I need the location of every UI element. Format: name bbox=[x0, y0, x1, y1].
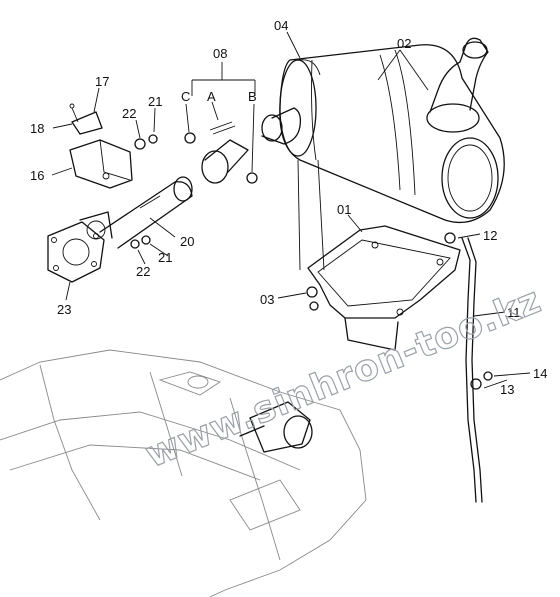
bolt-03 bbox=[306, 286, 319, 311]
excavator-body bbox=[0, 349, 367, 597]
callout-02: 02 bbox=[397, 36, 411, 51]
callout-b: B bbox=[248, 89, 257, 104]
u-bolt-clamp bbox=[184, 121, 258, 184]
callout-13: 13 bbox=[500, 382, 514, 397]
callout-23: 23 bbox=[57, 302, 71, 317]
exhaust-pipe bbox=[99, 176, 193, 249]
callout-21-top: 21 bbox=[148, 94, 162, 109]
callout-08: 08 bbox=[213, 46, 227, 61]
cap-piece bbox=[69, 103, 103, 135]
callout-04: 04 bbox=[274, 18, 288, 33]
callout-labels: 04 02 08 C A B 17 22 21 18 16 01 12 20 2… bbox=[30, 18, 547, 397]
callout-a: A bbox=[207, 89, 216, 104]
callout-21-bottom: 21 bbox=[158, 250, 172, 265]
callout-20: 20 bbox=[180, 234, 194, 249]
muffler bbox=[279, 44, 505, 224]
bracket-plate bbox=[307, 225, 461, 351]
callout-22-bottom: 22 bbox=[136, 264, 150, 279]
stay-rod bbox=[444, 232, 493, 503]
callout-17: 17 bbox=[95, 74, 109, 89]
washer-nut-bottom bbox=[130, 235, 151, 249]
watermark: www.sinhron-too.kz bbox=[140, 280, 547, 476]
leader-lines bbox=[51, 31, 531, 389]
flange-bracket bbox=[69, 139, 133, 189]
callout-22-top: 22 bbox=[122, 106, 136, 121]
callout-11: 11 bbox=[507, 305, 521, 320]
gasket bbox=[47, 211, 113, 283]
callout-c: C bbox=[181, 89, 190, 104]
callout-01: 01 bbox=[337, 202, 351, 217]
callout-03: 03 bbox=[260, 292, 274, 307]
callout-12: 12 bbox=[483, 228, 497, 243]
muffler-inlet bbox=[261, 107, 302, 145]
callout-16: 16 bbox=[30, 168, 44, 183]
callout-18: 18 bbox=[30, 121, 44, 136]
tail-pipe bbox=[426, 37, 489, 133]
washer-nut-top bbox=[134, 134, 158, 150]
callout-14: 14 bbox=[533, 366, 547, 381]
